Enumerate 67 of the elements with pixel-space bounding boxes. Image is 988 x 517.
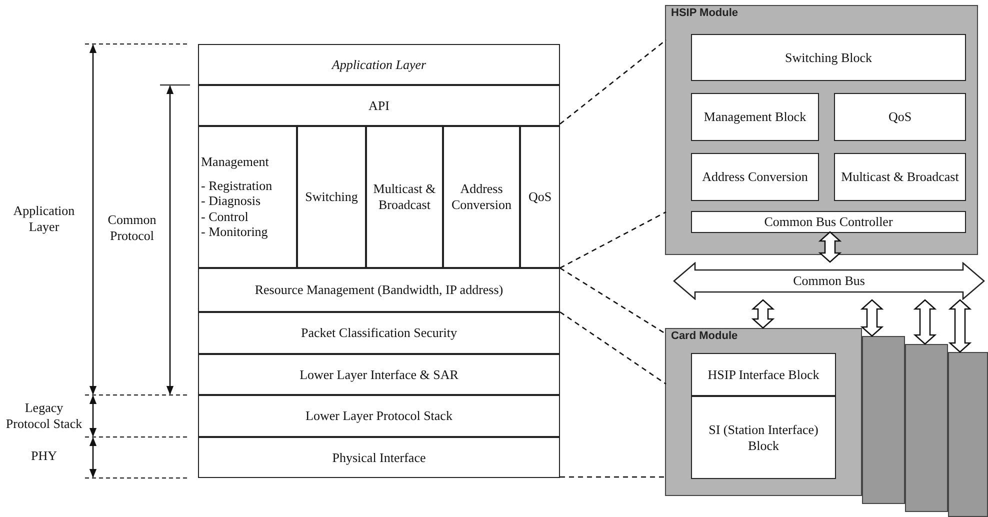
block-label: Address Conversion xyxy=(701,169,809,185)
module-card xyxy=(905,344,948,512)
layer-box xyxy=(198,126,297,268)
layer-box xyxy=(443,126,520,268)
block-box xyxy=(691,211,966,233)
block-label: Lower Layer Interface & SAR xyxy=(298,366,460,382)
module-panel xyxy=(665,328,862,496)
block-box xyxy=(691,34,966,81)
block-label: Multicast & Broadcast xyxy=(372,181,437,213)
block-box xyxy=(691,153,819,201)
dashed-connector xyxy=(560,267,666,335)
layer-box xyxy=(198,268,560,312)
block-box xyxy=(834,93,966,141)
block-box xyxy=(691,93,819,141)
block-label: HSIP Interface Block xyxy=(706,366,820,382)
layer-box xyxy=(198,44,560,85)
block-box xyxy=(834,153,966,201)
double-arrow xyxy=(818,231,842,263)
block-label: Multicast & Broadcast xyxy=(840,169,960,185)
dimension-label: Legacy Protocol Stack xyxy=(4,400,84,432)
dashed-connector xyxy=(560,476,666,478)
double-arrow xyxy=(913,299,937,345)
dashed-connector xyxy=(560,211,666,269)
block-box xyxy=(691,353,836,396)
layer-box xyxy=(198,85,560,126)
layer-box xyxy=(198,437,560,478)
layer-box xyxy=(198,395,560,437)
dimension-label: Application Layer xyxy=(12,203,76,234)
layer-box xyxy=(520,126,560,268)
module-card xyxy=(862,336,905,504)
block-heading: Management xyxy=(200,154,270,170)
double-arrow xyxy=(751,299,775,329)
layer-box xyxy=(198,312,560,354)
double-arrow xyxy=(860,299,884,337)
module-title: HSIP Module xyxy=(670,7,740,20)
module-panel xyxy=(665,5,978,255)
list-item: - Monitoring xyxy=(200,224,269,240)
dimension-label: PHY xyxy=(30,448,58,464)
block-label: Switching xyxy=(304,189,359,205)
module-card xyxy=(948,352,988,517)
block-label: SI (Station Interface) Block xyxy=(708,422,820,454)
dimension-label: Common Protocol xyxy=(106,212,158,244)
list-item: - Diagnosis xyxy=(200,193,262,209)
block-box xyxy=(691,396,836,479)
block-label: Physical Interface xyxy=(331,450,427,466)
block-label: Common Bus xyxy=(792,273,866,289)
block-label: Packet Classification Security xyxy=(300,325,458,341)
block-label: API xyxy=(368,98,390,114)
block-label: Common Bus Controller xyxy=(763,214,894,230)
block-label: Resource Management (Bandwidth, IP address) xyxy=(254,282,504,298)
block-label: QoS xyxy=(527,189,553,205)
double-arrow xyxy=(948,299,972,353)
layer-box xyxy=(366,126,443,268)
layer-box xyxy=(297,126,366,268)
block-label: Switching Block xyxy=(784,50,874,66)
block-label: Lower Layer Protocol Stack xyxy=(304,408,454,424)
block-label: Management Block xyxy=(702,109,808,125)
bus-bar xyxy=(673,262,985,300)
list-item: - Control xyxy=(200,208,250,224)
block-label: Address Conversion xyxy=(450,181,512,213)
block-label: QoS xyxy=(887,109,913,125)
block-label: Application Layer xyxy=(330,56,428,72)
module-title: Card Module xyxy=(670,330,739,344)
layer-box xyxy=(198,354,560,395)
list-item: - Registration xyxy=(200,178,274,194)
dashed-connector xyxy=(560,311,666,385)
dashed-connector xyxy=(560,40,666,124)
